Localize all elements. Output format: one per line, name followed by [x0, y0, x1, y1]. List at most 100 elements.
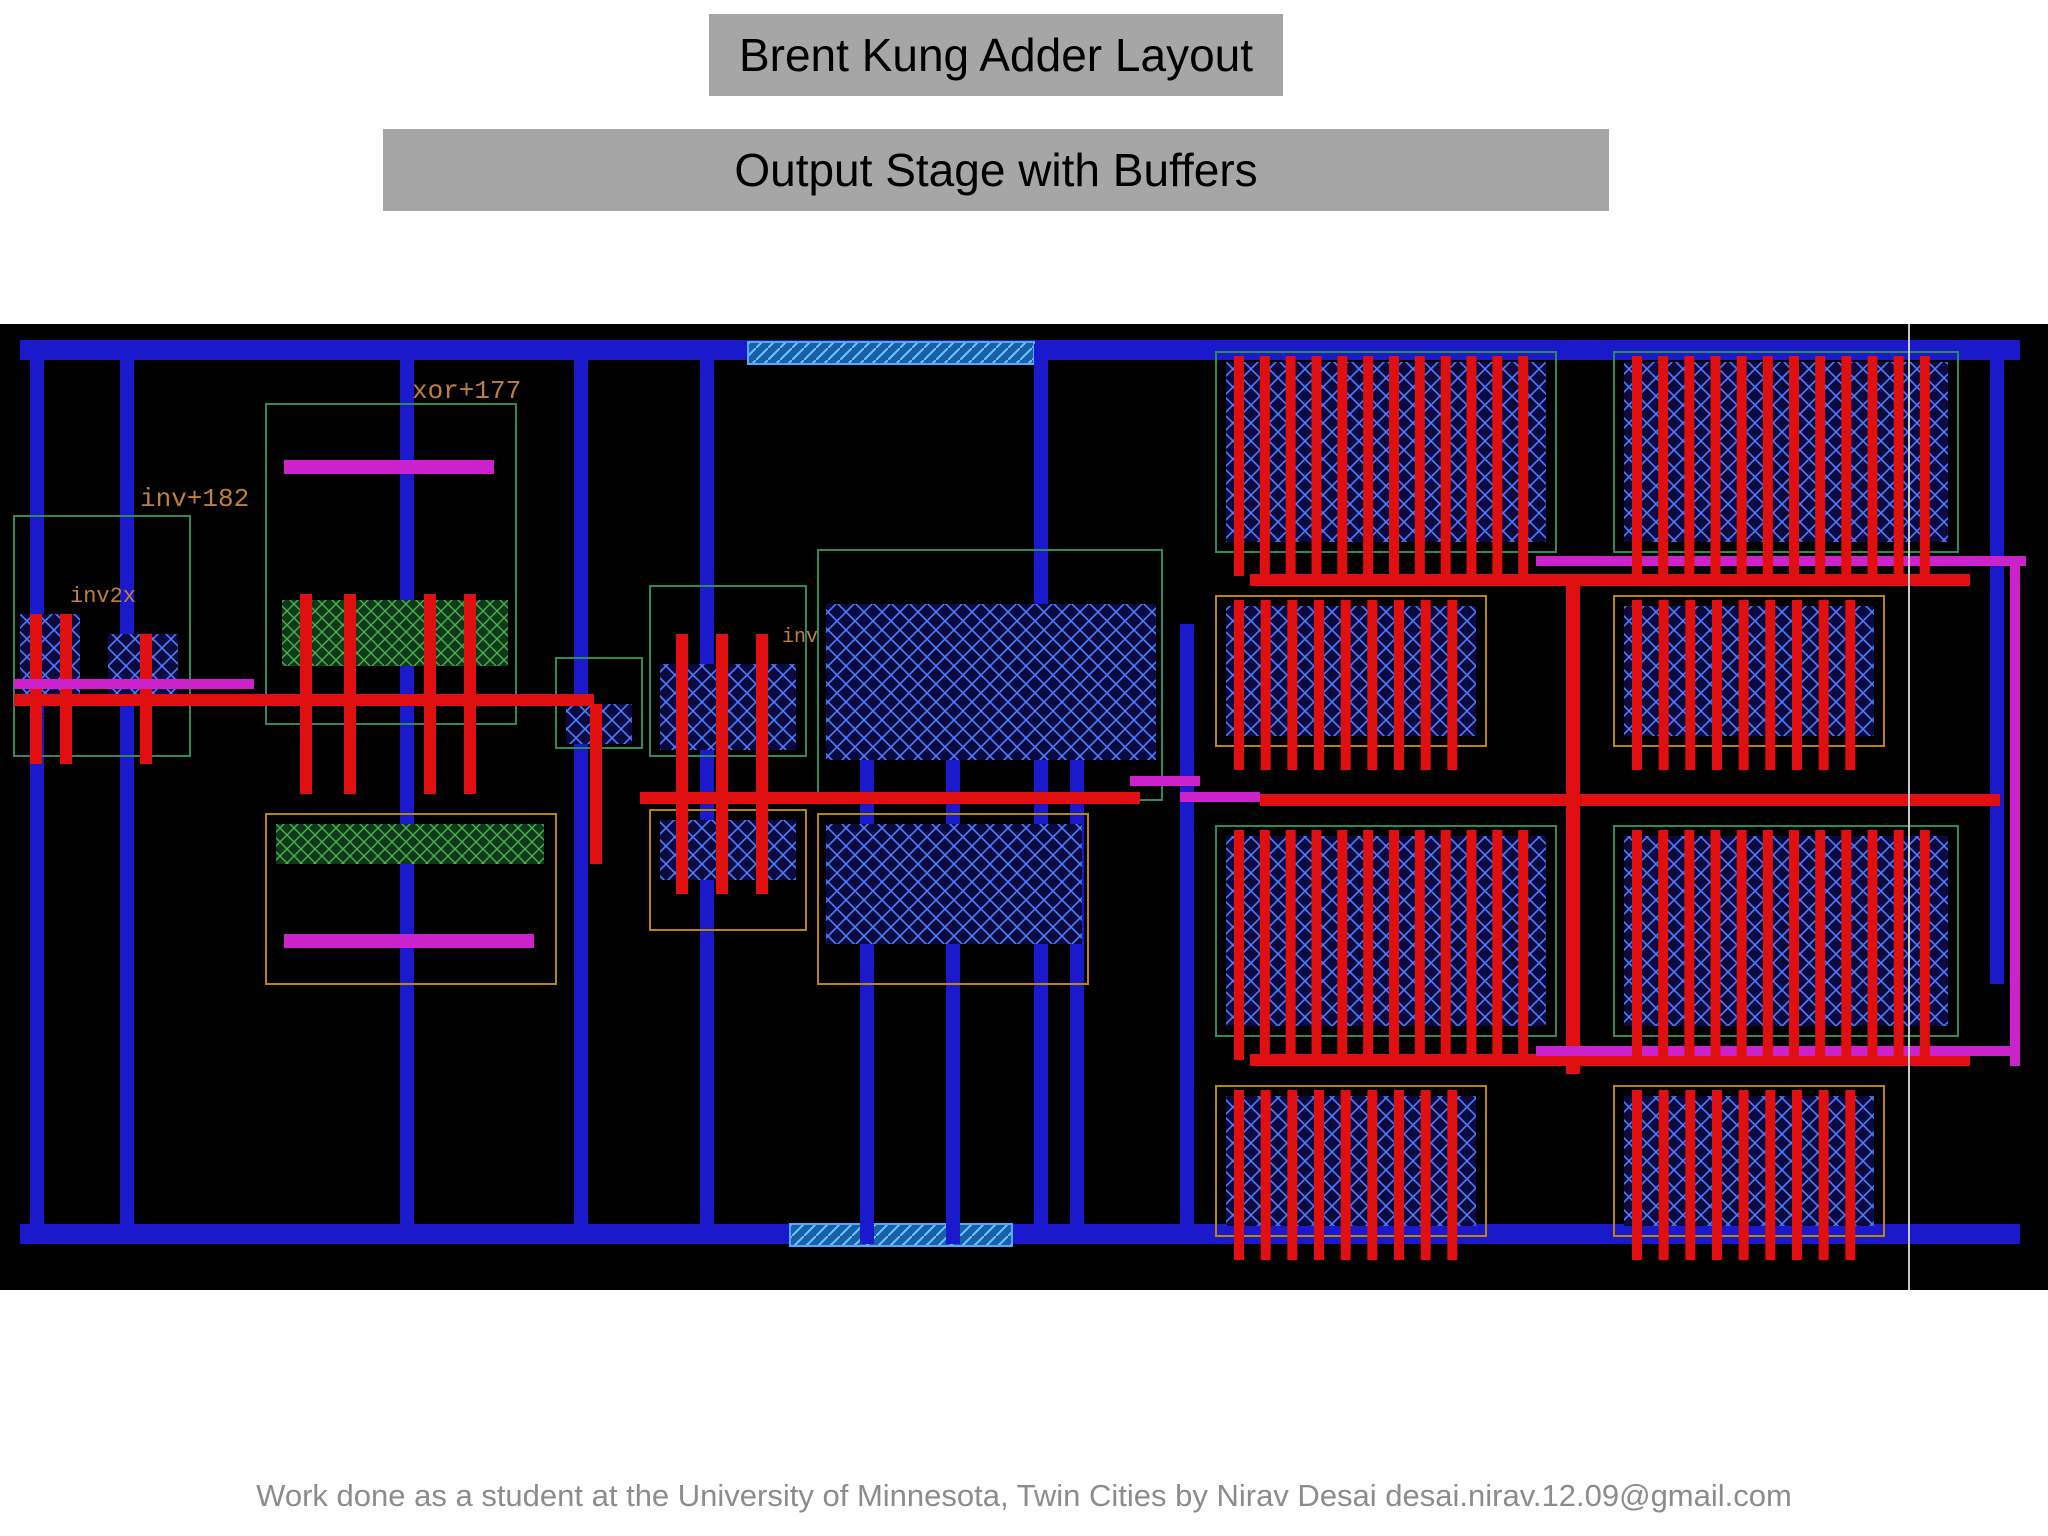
- buffer-layout-shape: [1367, 600, 1378, 770]
- via-route-3: [1536, 556, 2026, 566]
- label-xor: xor+177: [412, 376, 521, 406]
- inv-cell-small: [555, 657, 643, 864]
- slide-title: Brent Kung Adder Layout: [709, 14, 1283, 96]
- buffer-layout-shape: [1389, 830, 1399, 1060]
- buffer-layout-shape: [1420, 600, 1431, 770]
- buffer-layout-shape: [1658, 600, 1669, 770]
- buffer-layout-shape: [1789, 356, 1799, 576]
- buffer-layout-shape: [1337, 356, 1348, 576]
- output-buffer-array: [1215, 351, 1959, 1260]
- gnd-rail: [20, 1224, 2020, 1244]
- buffer-layout-shape: [1414, 356, 1425, 576]
- buffer-layout-shape: [1287, 1090, 1298, 1260]
- buffer-layout-shape: [1234, 356, 1244, 576]
- buffer-layout-shape: [1919, 356, 1930, 576]
- vlsi-layout-view: xor+177 inv+182 inv2x inv: [0, 324, 2048, 1290]
- buffer-layout-shape: [1632, 830, 1642, 1060]
- buffer-layout-shape: [1389, 356, 1399, 576]
- poly-route-3: [1260, 794, 2000, 806]
- poly-route-4: [1250, 574, 1970, 586]
- buffer-layout-shape: [1259, 830, 1270, 1060]
- buffer-layout-shape: [1337, 830, 1348, 1060]
- buffer-layout-shape: [1613, 1085, 1885, 1237]
- buffer-layout-shape: [1285, 830, 1296, 1060]
- buffer-layout-shape: [1738, 600, 1749, 770]
- buffer-layout-shape: [1738, 1090, 1749, 1260]
- buffer-layout-shape: [1632, 600, 1642, 770]
- buffer-layout-shape: [1340, 600, 1351, 770]
- buffer-layout-shape: [1363, 830, 1374, 1060]
- buffer-layout-shape: [1287, 600, 1298, 770]
- buffer-layout-shape: [1414, 830, 1425, 1060]
- buffer-layout-shape: [1710, 356, 1721, 576]
- buffer-layout-shape: [1736, 830, 1747, 1060]
- poly-route-1: [14, 694, 594, 706]
- buffer-layout-shape: [1311, 356, 1322, 576]
- buffer-layout-shape: [1712, 1090, 1722, 1260]
- vdd-pin: [747, 341, 1035, 365]
- buffer-layout-shape: [1492, 830, 1503, 1060]
- buffer-layout-shape: [1684, 356, 1695, 576]
- buffer-layout-shape: [1841, 356, 1852, 576]
- buffer-layout-shape: [1259, 356, 1270, 576]
- buffer-layout-shape: [1789, 830, 1799, 1060]
- buffer-layout-shape: [1466, 830, 1477, 1060]
- poly-trunk: [1566, 574, 1580, 1074]
- label-inv182: inv+182: [140, 484, 249, 514]
- buffer-layout-shape: [1658, 356, 1669, 576]
- via-route-5: [1536, 1046, 2016, 1056]
- buffer-layout-shape: [1710, 830, 1721, 1060]
- cursor-line: [1908, 324, 1910, 1290]
- buffer-layout-shape: [1815, 830, 1826, 1060]
- buffer-layout-shape: [1215, 1085, 1487, 1237]
- label-inv2x: inv2x: [70, 584, 136, 609]
- buffer-layout-shape: [1818, 1090, 1829, 1260]
- buffer-layout-shape: [1893, 356, 1904, 576]
- buffer-layout-shape: [1215, 825, 1557, 1037]
- buffer-layout-shape: [1518, 830, 1529, 1060]
- buffer-layout-shape: [1314, 1090, 1324, 1260]
- inv2x-cell: [13, 515, 254, 764]
- buffer-layout-shape: [1613, 595, 1885, 747]
- buffer-layout-shape: [1260, 600, 1271, 770]
- buffer-layout-shape: [1492, 356, 1503, 576]
- buffer-layout-shape: [1685, 1090, 1696, 1260]
- buffer-layout-shape: [1765, 600, 1776, 770]
- buffer-layout-shape: [1314, 600, 1324, 770]
- buffer-layout-shape: [1234, 1090, 1244, 1260]
- xor-cell: [265, 403, 557, 985]
- buffer-layout-shape: [1893, 830, 1904, 1060]
- buffer-layout-shape: [1215, 595, 1487, 747]
- buffer-layout-shape: [1260, 1090, 1271, 1260]
- buffer-layout-shape: [1363, 356, 1374, 576]
- buffer-layout-shape: [1818, 600, 1829, 770]
- buffer-layout-shape: [1658, 830, 1669, 1060]
- buffer-layout-shape: [1736, 356, 1747, 576]
- buffer-layout-shape: [1466, 356, 1477, 576]
- buffer-layout-shape: [1845, 1090, 1856, 1260]
- buffer-layout-shape: [1684, 830, 1695, 1060]
- buffer-layout-shape: [1632, 1090, 1642, 1260]
- buffer-cell-1: [649, 585, 807, 931]
- buffer-layout-shape: [1867, 356, 1878, 576]
- buffer-layout-shape: [1712, 600, 1722, 770]
- slide-footer: Work done as a student at the University…: [256, 1478, 1792, 1513]
- buffer-layout-shape: [1685, 600, 1696, 770]
- buffer-layout-shape: [1762, 356, 1773, 576]
- buffer-layout-shape: [1234, 830, 1244, 1060]
- buffer-layout-shape: [1311, 830, 1322, 1060]
- buffer-layout-shape: [1658, 1090, 1669, 1260]
- gnd-pin: [789, 1223, 1013, 1247]
- buffer-layout-shape: [1420, 1090, 1431, 1260]
- buffer-layout-shape: [1841, 830, 1852, 1060]
- buffer-layout-shape: [1632, 356, 1642, 576]
- slide-subtitle: Output Stage with Buffers: [383, 129, 1609, 211]
- via-route-1: [1130, 776, 1200, 786]
- buffer-layout-shape: [1919, 830, 1930, 1060]
- label-inv: inv: [782, 626, 818, 649]
- poly-route-2: [640, 792, 1140, 804]
- buffer-layout-shape: [1765, 1090, 1776, 1260]
- buffer-layout-shape: [1447, 1090, 1458, 1260]
- layout-canvas: xor+177 inv+182 inv2x inv: [13, 324, 2026, 1290]
- buffer-layout-shape: [1815, 356, 1826, 576]
